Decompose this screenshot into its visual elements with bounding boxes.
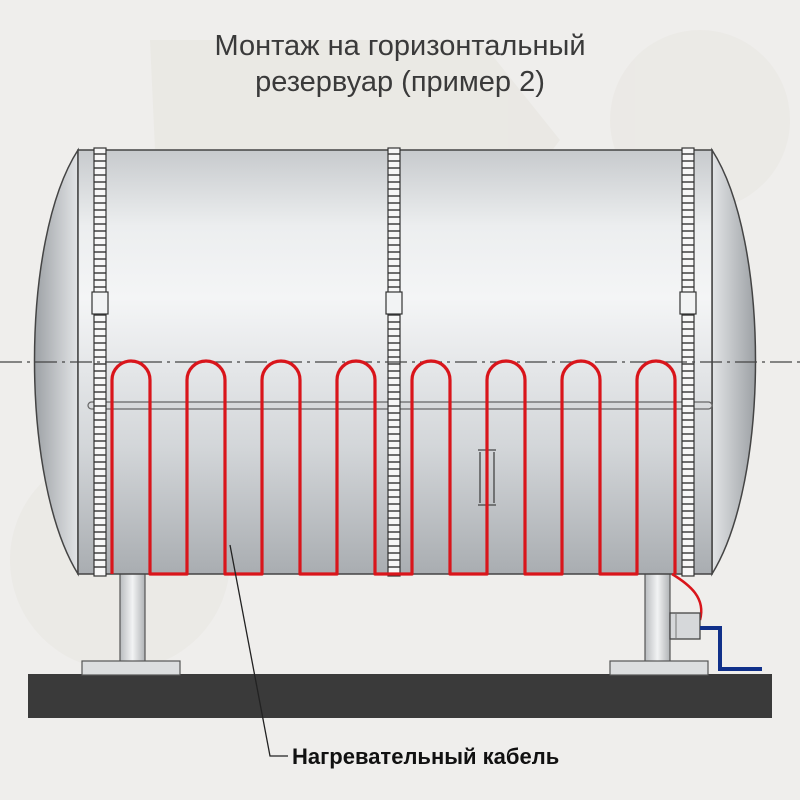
tank-band	[679, 147, 697, 577]
tank-bands	[91, 147, 697, 577]
heating-cable-label: Нагревательный кабель	[292, 744, 560, 769]
heating-cable	[110, 359, 677, 576]
ground-slab	[28, 674, 772, 718]
diagram-title-line-2: резервуар (пример 2)	[255, 66, 545, 98]
cold-lead-cable	[671, 572, 703, 621]
callout-leader	[229, 544, 288, 757]
right-end-cap	[711, 147, 757, 577]
supply-cable	[700, 626, 762, 671]
junction-box	[669, 612, 701, 640]
diagram-title-line-1: Монтаж на горизонтальный	[214, 30, 586, 62]
